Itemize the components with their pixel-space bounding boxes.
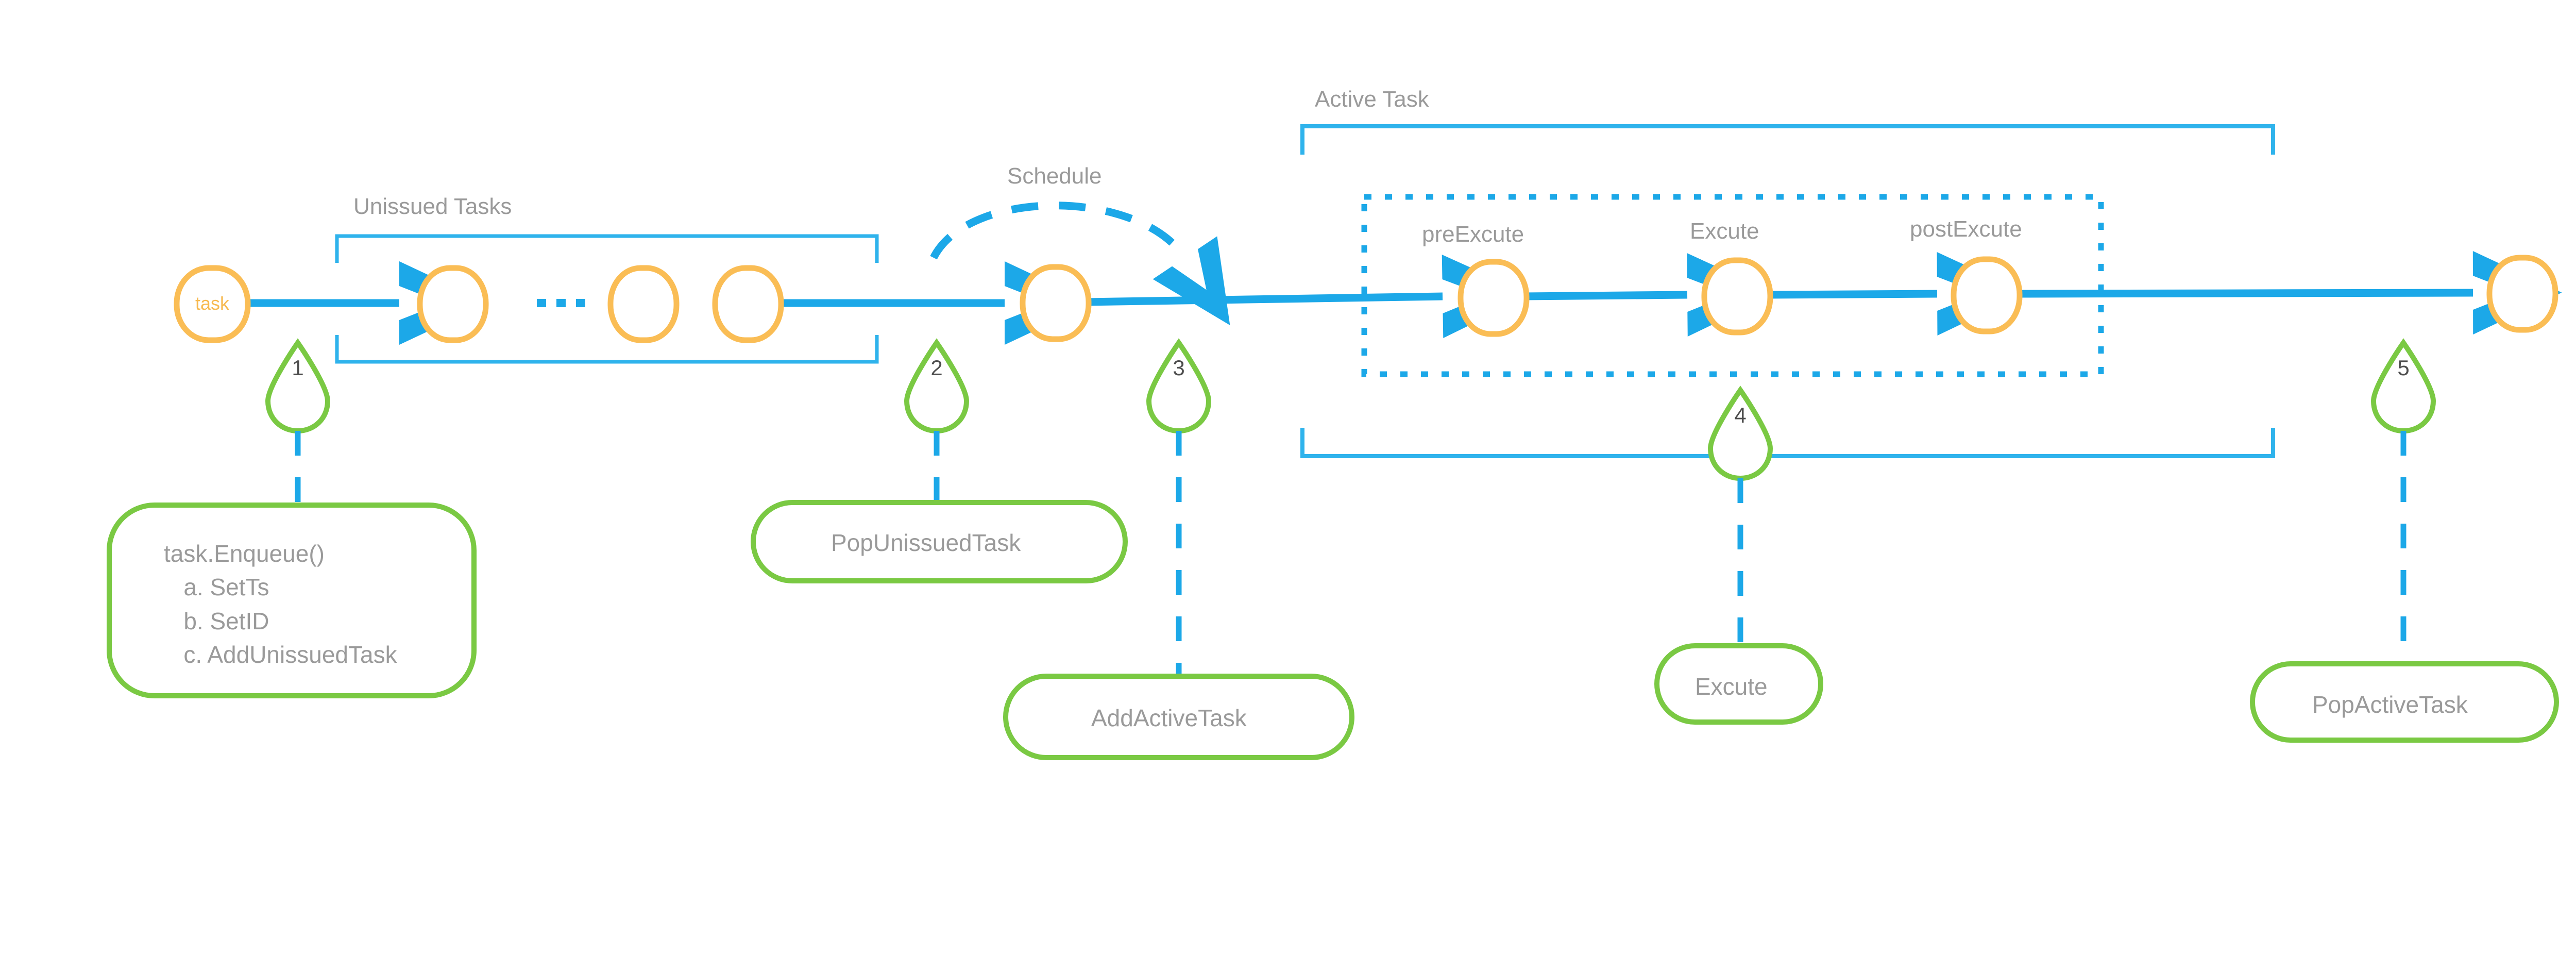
- schedule-arc: [930, 202, 1230, 325]
- bracket-unissued-top: [335, 234, 879, 263]
- node-queued-2[interactable]: [607, 265, 680, 343]
- callout-box-excute[interactable]: [1654, 643, 1823, 725]
- bracket-active-bottom: [1300, 428, 2275, 458]
- queue-ellipsis: [537, 299, 585, 307]
- marker-number-1: 1: [292, 356, 304, 380]
- callout-box-add-active[interactable]: [1003, 674, 1354, 760]
- node-postexcute[interactable]: [1951, 256, 2023, 334]
- group-label-active-task: Active Task: [1315, 87, 1429, 112]
- flow-connector-excute-to-postexcute: [1766, 252, 2026, 336]
- callout-box-pop-unissued[interactable]: [751, 500, 1128, 583]
- marker-number-3: 3: [1173, 356, 1185, 380]
- group-label-unissued-tasks: Unissued Tasks: [353, 194, 512, 219]
- node-excute[interactable]: [1701, 257, 1773, 336]
- node-done[interactable]: [2486, 255, 2558, 333]
- bracket-unissued-bottom: [335, 335, 879, 364]
- node-task[interactable]: [174, 265, 251, 343]
- callout-text-pop-unissued: PopUnissuedTask: [831, 529, 1021, 556]
- node-postexcute-label: postExcute: [1910, 216, 2022, 242]
- flow-connector-postexcute-to-done: [2015, 251, 2562, 334]
- flow-connector-scheduled-to-preexcute: [1084, 255, 1532, 338]
- marker-number-5: 5: [2397, 356, 2410, 380]
- node-preexcute[interactable]: [1458, 259, 1530, 337]
- callout-box-enqueue[interactable]: [107, 503, 477, 698]
- marker-number-4: 4: [1734, 403, 1747, 427]
- callout-text-excute: Excute: [1695, 673, 1768, 700]
- node-task-label: task: [195, 293, 230, 314]
- bracket-active-top: [1300, 124, 2275, 155]
- callout-text-add-active: AddActiveTask: [1091, 705, 1247, 731]
- node-scheduled[interactable]: [1020, 264, 1092, 342]
- callout-text-pop-active: PopActiveTask: [2312, 691, 2468, 718]
- dotted-execute-region: [1361, 194, 2104, 377]
- node-excute-label: Excute: [1690, 219, 1759, 244]
- callout-text-enqueue: task.Enqueue() a. SetTs b. SetID c. AddU…: [164, 540, 397, 668]
- callout-box-pop-active[interactable]: [2250, 661, 2559, 743]
- node-queued-3[interactable]: [712, 265, 784, 343]
- node-preexcute-label: preExcute: [1422, 222, 1524, 247]
- node-queued-1[interactable]: [417, 265, 489, 343]
- flow-connector-preexcute-to-excute: [1522, 253, 1776, 337]
- marker-number-2: 2: [930, 356, 943, 380]
- schedule-label: Schedule: [1007, 163, 1102, 189]
